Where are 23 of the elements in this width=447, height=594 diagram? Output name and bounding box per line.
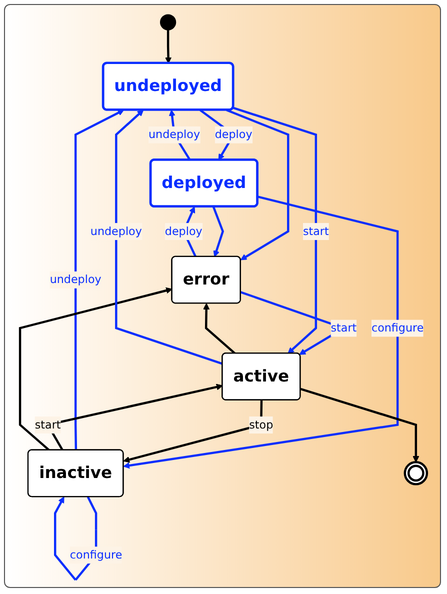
arrow — [232, 106, 318, 354]
edge-label: configure — [70, 548, 122, 562]
edge-label: start — [302, 224, 329, 238]
edge-label: undeploy — [90, 224, 142, 238]
node-circle — [404, 461, 428, 486]
arrow — [18, 287, 172, 452]
node-circle — [160, 14, 176, 30]
edge-label: configure — [371, 321, 424, 335]
edge-label: start — [330, 321, 357, 335]
edge-label: stop — [249, 418, 274, 432]
arrow — [203, 303, 236, 354]
edge-label: deploy — [164, 224, 202, 238]
arrow — [226, 108, 290, 260]
arrow — [165, 30, 172, 64]
edge-label: start — [34, 418, 61, 432]
edge-label: undeploy — [148, 128, 200, 142]
edge-label: deploy — [214, 128, 252, 142]
arrow — [212, 206, 224, 258]
arrow — [123, 196, 399, 469]
edge-label: undeploy — [50, 272, 102, 286]
arrow — [123, 400, 263, 463]
arrow — [300, 388, 420, 462]
arrow — [74, 110, 124, 450]
